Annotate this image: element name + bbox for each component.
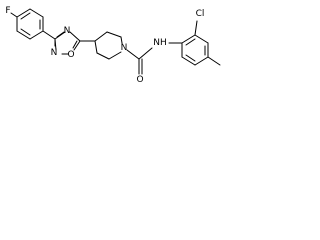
c-cl-bond — [194, 20, 198, 36]
piperidine-n-label: N — [121, 43, 128, 53]
n-carbonyl-bond — [126, 49, 140, 60]
fluorine-label: F — [5, 6, 10, 16]
carbonyl-nh-bond — [138, 47, 153, 60]
fluorophenyl-ring — [16, 8, 44, 40]
oxadiazole-ring — [54, 31, 81, 55]
chlorine-label: Cl — [196, 9, 205, 19]
oxadiazole-o-label: O — [67, 50, 74, 60]
oxadiazole-n-top-label: N — [64, 26, 71, 36]
methyl-bond — [207, 56, 221, 66]
structure-diagram: F N N O N O NH Cl — [5, 6, 221, 85]
amide-nh-label: NH — [153, 38, 167, 48]
oxadiazole-n-bottom-label: N — [51, 48, 58, 58]
aryl-oxadiazole-bond — [42, 30, 56, 40]
piperidine-ring — [94, 31, 123, 60]
carbonyl-o-label: O — [136, 75, 143, 85]
chloromethylphenyl-ring — [181, 34, 209, 66]
c-f-bond — [10, 12, 18, 18]
